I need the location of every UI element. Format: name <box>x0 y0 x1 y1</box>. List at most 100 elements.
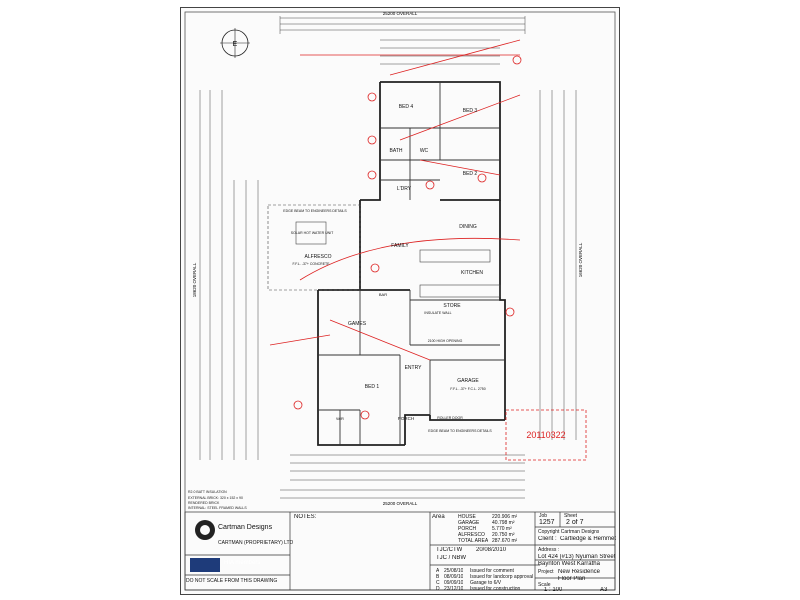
client-name: Cartledge & Hemmett <box>560 536 616 542</box>
company-full-name: CARTMAN (PROPRIETARY) LTD <box>218 540 294 546</box>
alfresco-ffl: F.F.L. -37+ CONCRETE <box>292 262 330 266</box>
title-block-frame <box>184 511 616 591</box>
ext-brick-note: EXTERNAL BRICK: 320 x 152 x 90 <box>188 496 243 500</box>
scale-warning: DO NOT SCALE FROM THIS DRAWING <box>186 578 278 584</box>
area-label: Area <box>432 514 445 520</box>
sheet-size: A3 <box>600 587 608 593</box>
rev-1-id: B <box>436 574 440 580</box>
room-bath: BATH <box>390 148 403 154</box>
area-row-4-value: 287.670 m² <box>492 538 518 544</box>
room-laundry: L'DRY <box>397 186 412 192</box>
right-dimension-lines <box>539 90 577 440</box>
garage-ffl: F.F.L. -37+ F.C.L. 2750 <box>450 387 485 391</box>
notes-label: NOTES: <box>294 514 317 520</box>
room-store: STORE <box>443 303 461 309</box>
room-bar: BAR <box>379 292 387 297</box>
drawn-by: TJC/CTW <box>436 547 463 553</box>
overall-right-dim: 16620 OVERALL <box>578 242 583 277</box>
title-block: Cartman Designs CARTMAN (PROPRIETARY) LT… <box>180 510 620 595</box>
rendered-brick-note: RENDERED BRICK <box>188 501 220 505</box>
rev-3-date: 23/12/10 <box>444 586 464 592</box>
insulate-wall-label: INSULATE WALL <box>424 311 451 315</box>
area-row-0-name: HOUSE <box>458 514 476 520</box>
rev-2-date: 09/09/10 <box>444 580 464 586</box>
rev-3-desc: Issued for construction <box>470 586 521 592</box>
internal-walls <box>318 82 505 445</box>
rev-0-id: A <box>436 568 440 574</box>
address-line2: Baynton West Karratha <box>538 561 600 567</box>
area-row-1-name: GARAGE <box>458 520 480 526</box>
drawing-title: Floor Plan <box>558 576 586 582</box>
rev-0-date: 25/08/10 <box>444 568 464 574</box>
bottom-dimension-lines <box>280 454 525 499</box>
room-bed1: BED 1 <box>365 384 380 390</box>
alfresco-outline <box>267 204 361 291</box>
room-wir: WIR <box>336 416 344 421</box>
beam-detail-label: EDGE BEAM TO ENGINEERS DETAILS <box>428 429 492 433</box>
scale-value: 1 : 100 <box>544 587 563 593</box>
drawing-date: 20/08/2010 <box>476 547 507 553</box>
project-name: New Residence <box>558 569 601 575</box>
area-row-2-value: 5.770 m² <box>492 526 512 532</box>
kitchen-rear-bench <box>419 284 501 298</box>
checked-by: TJC / NBW <box>436 555 466 561</box>
job-number: 1257 <box>539 519 555 526</box>
rev-0-desc: Issued for comment <box>470 568 514 574</box>
room-alfresco: ALFRESCO <box>305 254 332 260</box>
scale-label: Scale <box>538 582 551 588</box>
copyright: Copyright Cartman Designs <box>538 529 600 535</box>
area-row-3-name: ALFRESCO <box>458 532 485 538</box>
internal-walls-note: INTERNAL: STEEL FRAMED WALLS <box>188 506 247 510</box>
room-kitchen: KITCHEN <box>461 270 483 276</box>
area-row-2-name: PORCH <box>458 526 477 532</box>
stamp-number: 20110322 <box>526 430 565 440</box>
sheet-number: 2 of 7 <box>566 519 584 526</box>
overall-left-dim: 18620 OVERALL <box>192 262 197 297</box>
area-row-1-value: 40.798 m² <box>492 520 515 526</box>
rev-2-desc: Garage to 6/V <box>470 580 502 586</box>
address-line1: Lot 424 (#13) Nyuman Street <box>538 554 616 560</box>
overall-bottom-dim: 25200 OVERALL <box>383 501 418 506</box>
room-family: FAMILY <box>391 243 409 249</box>
room-wc: WC <box>420 148 429 154</box>
job-label: Job <box>539 513 548 519</box>
north-arrow: E <box>220 28 250 58</box>
approval-stamp: 20110322 <box>505 409 587 461</box>
hia-logo <box>190 558 220 572</box>
insulation-note: R2.0 BATT INSULATION <box>188 490 227 494</box>
opening-label: 2100 HIGH OPENING <box>428 339 463 343</box>
room-games: GAMES <box>348 321 367 327</box>
solar-unit <box>295 221 327 245</box>
room-bed4: BED 4 <box>399 104 414 110</box>
client-label: Client : <box>538 536 557 542</box>
company-name: Cartman Designs <box>218 524 273 531</box>
room-bed3: BED 3 <box>463 108 478 114</box>
edge-beam-label: EDGE BEAM TO ENGINEERS DETAILS <box>283 209 347 213</box>
rev-1-date: 08/09/10 <box>444 574 464 580</box>
revision-markups <box>269 39 522 420</box>
room-dining: DINING <box>459 224 477 230</box>
rev-3-id: D <box>436 586 440 592</box>
solar-unit-label: SOLAR HOT WATER UNIT <box>291 231 334 235</box>
room-garage: GARAGE <box>457 378 479 384</box>
svg-text:E: E <box>233 41 238 48</box>
sheet-label: Sheet <box>564 513 578 519</box>
room-porch: PORCH <box>398 416 414 421</box>
area-row-0-value: 220.906 m² <box>492 514 518 520</box>
area-row-4-name: TOTAL AREA <box>458 538 489 544</box>
room-bed2: BED 2 <box>463 171 478 177</box>
hia-members: HIA members <box>224 560 261 566</box>
address-label: Address : <box>538 547 560 553</box>
overall-top-dim: 25200 OVERALL <box>383 11 418 16</box>
drawing-sheet <box>180 7 620 595</box>
rev-2-id: C <box>436 580 440 586</box>
kitchen-bench <box>419 249 491 263</box>
area-row-3-value: 20.750 m² <box>492 532 515 538</box>
left-dimension-lines <box>199 90 259 460</box>
project-label: Project <box>538 569 554 575</box>
rev-1-desc: Issued for landcorp approval <box>470 574 534 580</box>
room-entry: ENTRY <box>405 365 423 371</box>
roller-door-label: ROLLER DOOR <box>437 416 463 420</box>
top-dimension-lines <box>279 16 526 65</box>
